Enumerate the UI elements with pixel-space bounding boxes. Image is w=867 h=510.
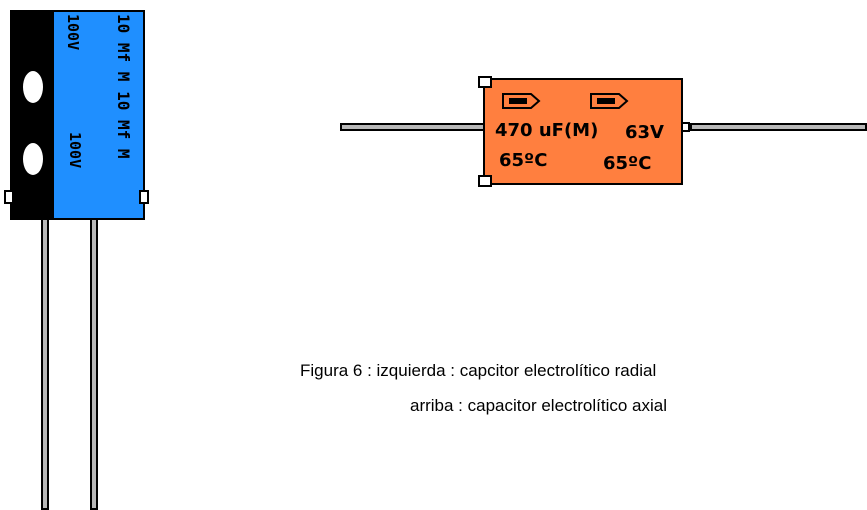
axial-capacitance: 470 uF(M) [495, 120, 599, 141]
axial-notch-top [478, 76, 492, 88]
figure-caption-line1: Figura 6 : izquierda : capcitor electrol… [300, 361, 657, 380]
polarity-arrow-icon [590, 93, 629, 109]
axial-capacitor-body: 470 uF(M) 63V 65ºC 65ºC [483, 78, 683, 185]
radial-voltage-top: 100V [64, 14, 82, 51]
polarity-stripe [12, 12, 54, 218]
axial-lead-right [690, 123, 867, 131]
radial-voltage-mid: 100V [66, 132, 84, 169]
axial-temp-right: 65ºC [603, 153, 652, 174]
axial-temp-left: 65ºC [499, 150, 548, 171]
axial-notch-bottom [478, 175, 492, 187]
radial-capacitance-marking: 10 Mf M 10 Mf M [114, 14, 133, 159]
radial-lead-left [41, 216, 49, 510]
minus-marking-icon [20, 140, 46, 178]
axial-voltage: 63V [625, 122, 664, 143]
minus-marking-icon [20, 68, 46, 106]
radial-lead-right [90, 216, 98, 510]
axial-lead-left [340, 123, 486, 131]
polarity-arrow-icon [502, 93, 541, 109]
radial-notch-right [139, 190, 149, 204]
radial-capacitor: 100V 100V 10 Mf M 10 Mf M [0, 0, 160, 510]
radial-capacitor-body: 100V 100V 10 Mf M 10 Mf M [10, 10, 145, 220]
figure-caption-line2: arriba : capacitor electrolítico axial [410, 396, 668, 415]
radial-notch-left [4, 190, 14, 204]
